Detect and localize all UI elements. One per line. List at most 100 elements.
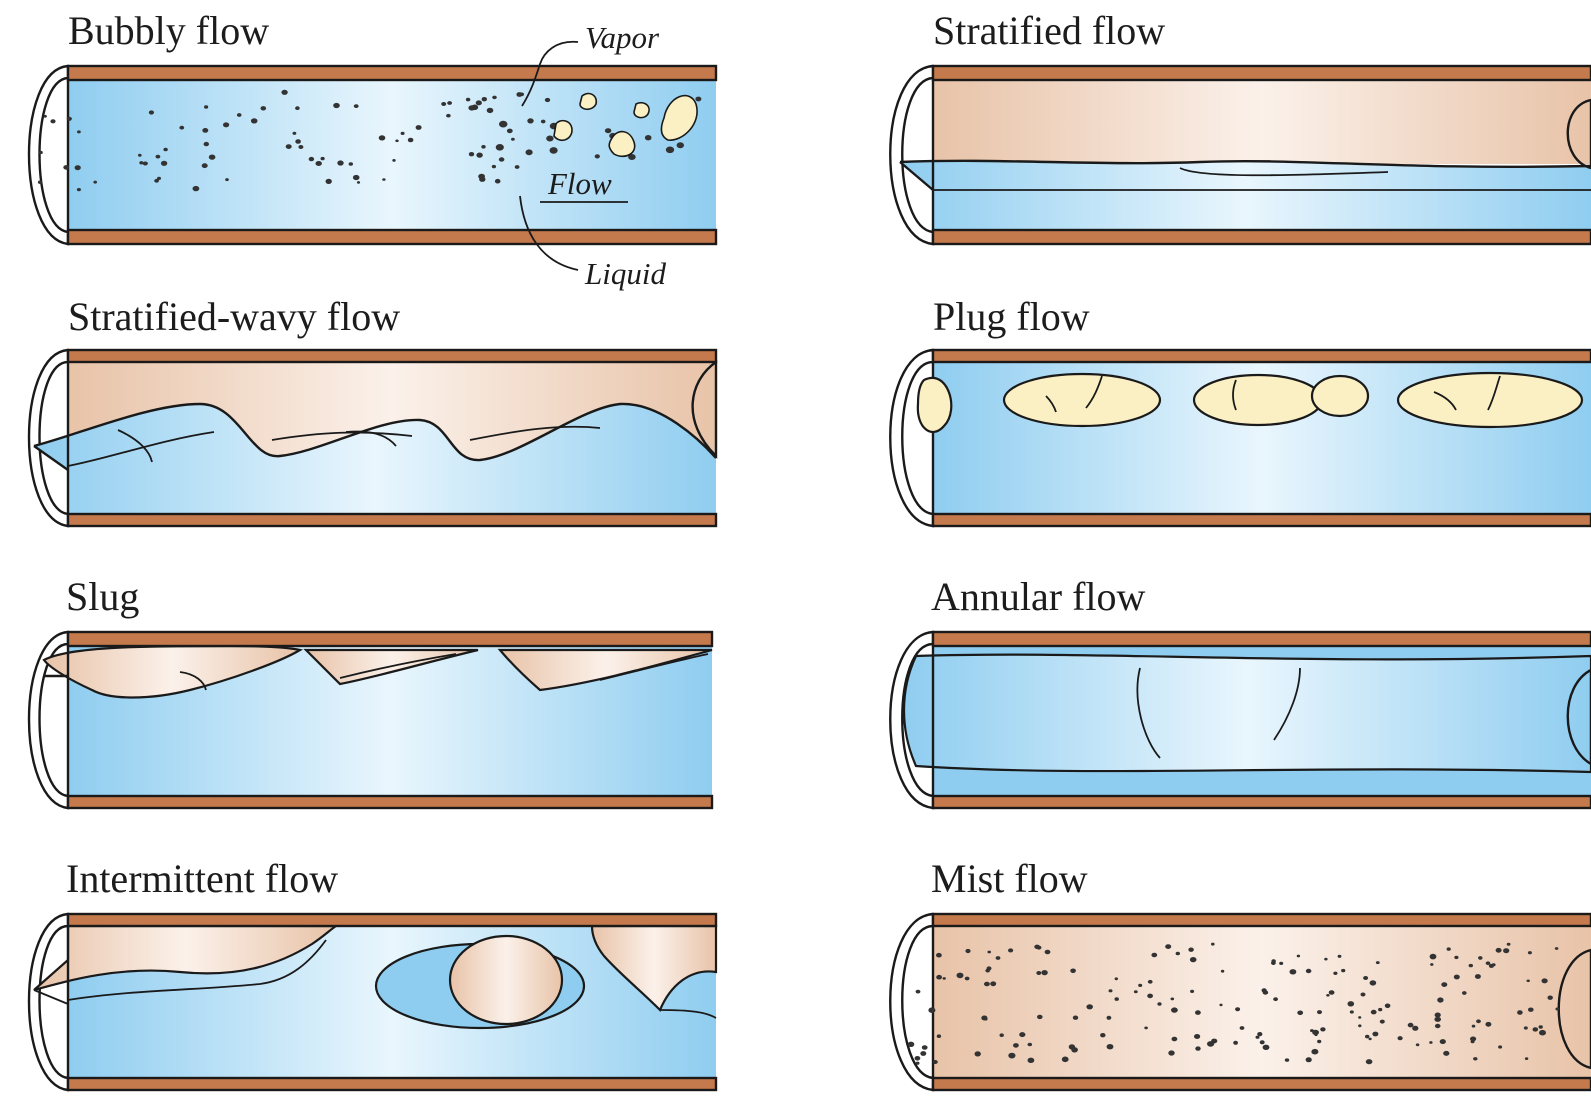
- droplet: [1310, 1029, 1314, 1032]
- droplet: [1279, 962, 1283, 965]
- droplet: [1311, 1049, 1318, 1055]
- droplet: [1476, 1019, 1481, 1023]
- bubble: [468, 105, 475, 110]
- droplet: [1371, 1010, 1377, 1015]
- droplet: [1148, 980, 1153, 984]
- bubble: [605, 128, 611, 133]
- droplet: [1489, 964, 1494, 968]
- droplet: [1271, 961, 1276, 965]
- droplet: [1273, 997, 1278, 1001]
- droplet: [1366, 1059, 1373, 1064]
- droplet: [1471, 1040, 1475, 1043]
- droplet: [922, 1045, 928, 1050]
- bubble: [447, 101, 452, 105]
- droplet: [1221, 970, 1224, 973]
- droplet: [1496, 948, 1502, 953]
- bubble: [666, 147, 674, 154]
- bubble: [408, 138, 414, 143]
- bubble: [492, 165, 496, 168]
- droplet: [1190, 957, 1197, 962]
- panel-title-plug: Plug flow: [933, 294, 1090, 339]
- annotation-vapor: Vapor: [585, 20, 660, 55]
- droplet: [1195, 1010, 1201, 1015]
- droplet: [1485, 1022, 1491, 1027]
- droplet: [928, 1007, 935, 1013]
- droplet: [965, 977, 970, 981]
- droplet: [1435, 1024, 1441, 1028]
- droplet: [1172, 1037, 1178, 1042]
- vapor-pocket: [634, 103, 649, 118]
- bubble: [499, 121, 507, 128]
- bubble: [309, 157, 314, 161]
- bubble: [515, 165, 520, 169]
- bubble: [353, 175, 360, 180]
- bubble: [281, 90, 287, 95]
- panel-title-stratified-wavy: Stratified-wavy flow: [68, 294, 400, 339]
- droplet: [1235, 1007, 1240, 1011]
- droplet: [1171, 1007, 1178, 1012]
- droplet: [1036, 971, 1041, 975]
- droplet: [908, 1042, 915, 1047]
- bubble: [316, 161, 322, 166]
- droplet: [1037, 1015, 1043, 1019]
- droplet: [1071, 1047, 1078, 1052]
- droplet: [1527, 980, 1530, 983]
- panel-title-slug: Slug: [66, 574, 139, 619]
- droplet: [1385, 1004, 1391, 1009]
- bubble: [50, 119, 55, 123]
- droplet: [1430, 963, 1433, 966]
- droplet: [965, 949, 970, 953]
- droplet: [1380, 1020, 1385, 1024]
- droplet: [1326, 994, 1329, 997]
- droplet: [1398, 1036, 1403, 1040]
- bubble: [545, 98, 550, 102]
- droplet: [1370, 980, 1377, 985]
- droplet: [1333, 972, 1337, 975]
- vapor-slug-core: [450, 936, 562, 1024]
- droplet: [1430, 954, 1437, 960]
- pipe-wall-bottom: [933, 796, 1591, 808]
- droplet: [1469, 964, 1473, 967]
- droplet: [1045, 950, 1051, 955]
- bubble: [476, 153, 482, 158]
- bubble: [495, 179, 501, 184]
- bubble: [138, 154, 142, 157]
- gas-plug: [918, 378, 951, 432]
- bubble: [223, 122, 229, 127]
- droplet: [1219, 1004, 1222, 1007]
- pipe-wall-bottom: [933, 1078, 1591, 1090]
- pipe-end-ring: [29, 66, 68, 244]
- droplet: [1190, 990, 1194, 993]
- droplet: [1257, 1032, 1262, 1036]
- pipe-slug: [29, 632, 712, 808]
- droplet: [1028, 1058, 1035, 1063]
- bubble: [496, 144, 504, 151]
- droplet: [1517, 1010, 1523, 1015]
- droplet: [1358, 1024, 1361, 1027]
- droplet: [1358, 1016, 1361, 1019]
- bubble: [161, 161, 167, 166]
- bubble: [204, 142, 209, 146]
- droplet: [933, 1060, 938, 1064]
- droplet: [1443, 1051, 1449, 1056]
- droplet: [1034, 945, 1040, 949]
- droplet: [1478, 956, 1482, 960]
- droplet: [1473, 1057, 1477, 1060]
- droplet: [975, 1051, 981, 1056]
- pipe-wall-top: [933, 350, 1591, 362]
- droplet: [1115, 977, 1118, 980]
- droplet: [1263, 1045, 1270, 1050]
- droplet: [1008, 948, 1013, 952]
- droplet: [936, 953, 942, 958]
- droplet: [1350, 1010, 1354, 1013]
- panel-title-intermittent: Intermittent flow: [66, 856, 338, 901]
- bubble: [395, 140, 398, 143]
- droplet: [1233, 1041, 1238, 1045]
- droplet: [1240, 1026, 1245, 1030]
- bubble: [546, 136, 553, 142]
- bubble: [482, 97, 487, 101]
- droplet: [1013, 1043, 1019, 1048]
- panel-bubbly-flow: Bubbly flow Vapor Flow Liquid: [29, 8, 716, 291]
- droplet: [1168, 1050, 1174, 1055]
